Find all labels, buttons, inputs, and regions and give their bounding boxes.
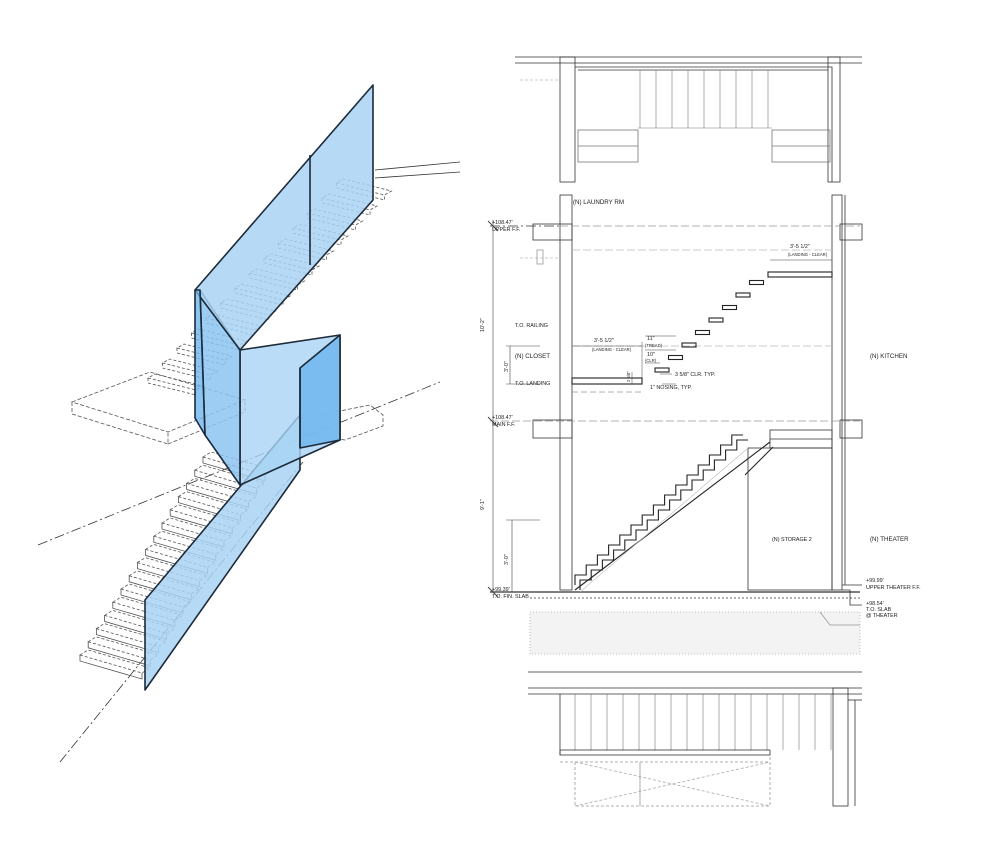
- lower-plan: [528, 671, 862, 807]
- axo-tread-lower: [79, 649, 151, 674]
- axo-riser-lower: [79, 655, 143, 680]
- section-tread: [721, 304, 738, 311]
- axo-tread-lower: [144, 543, 217, 568]
- label-slab-elev: +99.39': [492, 587, 510, 593]
- label-to-railing: T.O. RAILING: [515, 323, 548, 329]
- labels: (N) LAUNDRY RM +108.47' UPPER F.F. 3'-5 …: [480, 199, 921, 619]
- vertical-dimensions: [487, 220, 540, 598]
- axo-tread-lower: [111, 596, 184, 621]
- label-upper-ff-elev: +108.47': [492, 220, 513, 226]
- label-landing-clear-upper: (LANDING - CLEAR): [788, 252, 828, 257]
- axo-tread-lower: [152, 530, 225, 555]
- label-upper-theater-elev: +99.99': [866, 578, 884, 584]
- upper-floor-edge-2: [374, 171, 461, 179]
- label-tread: (TREAD): [645, 343, 663, 348]
- label-laundry: (N) LAUNDRY RM: [573, 199, 624, 206]
- label-closet: (N) CLOSET: [515, 353, 550, 360]
- axo-tread-lower: [103, 609, 176, 634]
- label-riser-dim: 10": [647, 352, 655, 358]
- label-upper-theater: UPPER THEATER F.F.: [866, 585, 921, 591]
- floating-treads: [654, 279, 765, 373]
- axo-tread-lower: [177, 491, 250, 516]
- label-main-ff: MAIN F.F.: [492, 422, 515, 428]
- label-theater: (N) THEATER: [870, 536, 909, 543]
- upper-plan: [515, 56, 862, 183]
- glass-panel-upper: [194, 84, 374, 351]
- label-slab-theater-2: @ THEATER: [866, 613, 898, 619]
- axo-tread-lower: [87, 636, 160, 661]
- axo-tread-lower: [169, 504, 242, 529]
- label-clr-typ: 3 5/8" CLR. TYP.: [675, 372, 715, 378]
- axo-riser-upper: [147, 378, 197, 396]
- section-tread: [748, 279, 765, 286]
- label-nosing: 1" NOSING, TYP.: [650, 385, 692, 391]
- axo-tread-lower: [193, 464, 266, 489]
- section-drawing: [487, 56, 863, 807]
- label-landing-clear-lower: (LANDING - CLEAR): [592, 347, 632, 352]
- label-main-ff-elev: +108.47': [492, 415, 513, 421]
- label-slab-theater: T.O. SLAB: [866, 607, 892, 613]
- label-to-landing: T.O. LANDING: [515, 381, 550, 387]
- section-tread: [654, 367, 670, 373]
- axo-tread-lower: [202, 451, 274, 476]
- label-storage: (N) STORAGE 2: [772, 537, 812, 543]
- label-kitchen: (N) KITCHEN: [870, 353, 907, 360]
- axo-tread-lower: [95, 623, 168, 648]
- section-tread: [667, 354, 684, 361]
- label-riser: (CLR): [645, 358, 657, 363]
- axo-tread-lower: [128, 570, 201, 595]
- section-tread: [735, 292, 751, 298]
- label-rail-height: 3'-0": [504, 361, 510, 372]
- label-height-lower: 9'-1": [480, 499, 486, 510]
- theater-step: [819, 584, 862, 626]
- axo-tread-lower: [185, 477, 258, 502]
- axo-tread-lower: [136, 557, 209, 582]
- label-slab-theater-elev: +98.54': [866, 601, 884, 607]
- detail-dimensions: [572, 259, 832, 385]
- label-landing-dim-upper: 3'-5 1/2": [790, 244, 810, 250]
- lower-flight-section: [574, 434, 774, 591]
- label-small-dim: 2 5/8": [626, 371, 631, 382]
- section-tread: [694, 329, 711, 336]
- label-tread-dim: 11": [647, 336, 655, 342]
- glass-panel-upper-edge: [194, 289, 206, 436]
- label-rail-height-lower: 3'-0": [504, 554, 510, 565]
- section-tread: [708, 317, 724, 323]
- glass-guardrail: [144, 84, 374, 691]
- label-upper-ff: UPPER F.F.: [492, 227, 520, 233]
- axo-tread-lower: [161, 517, 233, 542]
- section-walls: [490, 194, 863, 655]
- label-slab: T.O. FIN. SLAB: [492, 594, 529, 600]
- upper-floor-edge: [374, 161, 461, 171]
- axo-tread-lower: [120, 583, 192, 608]
- label-landing-dim-lower: 3'-5 1/2": [594, 338, 614, 344]
- diagonal-hidden-line: [579, 447, 749, 593]
- storage-room: [747, 447, 833, 591]
- section-tread: [681, 342, 697, 348]
- label-height-upper: 10'-2": [480, 318, 486, 332]
